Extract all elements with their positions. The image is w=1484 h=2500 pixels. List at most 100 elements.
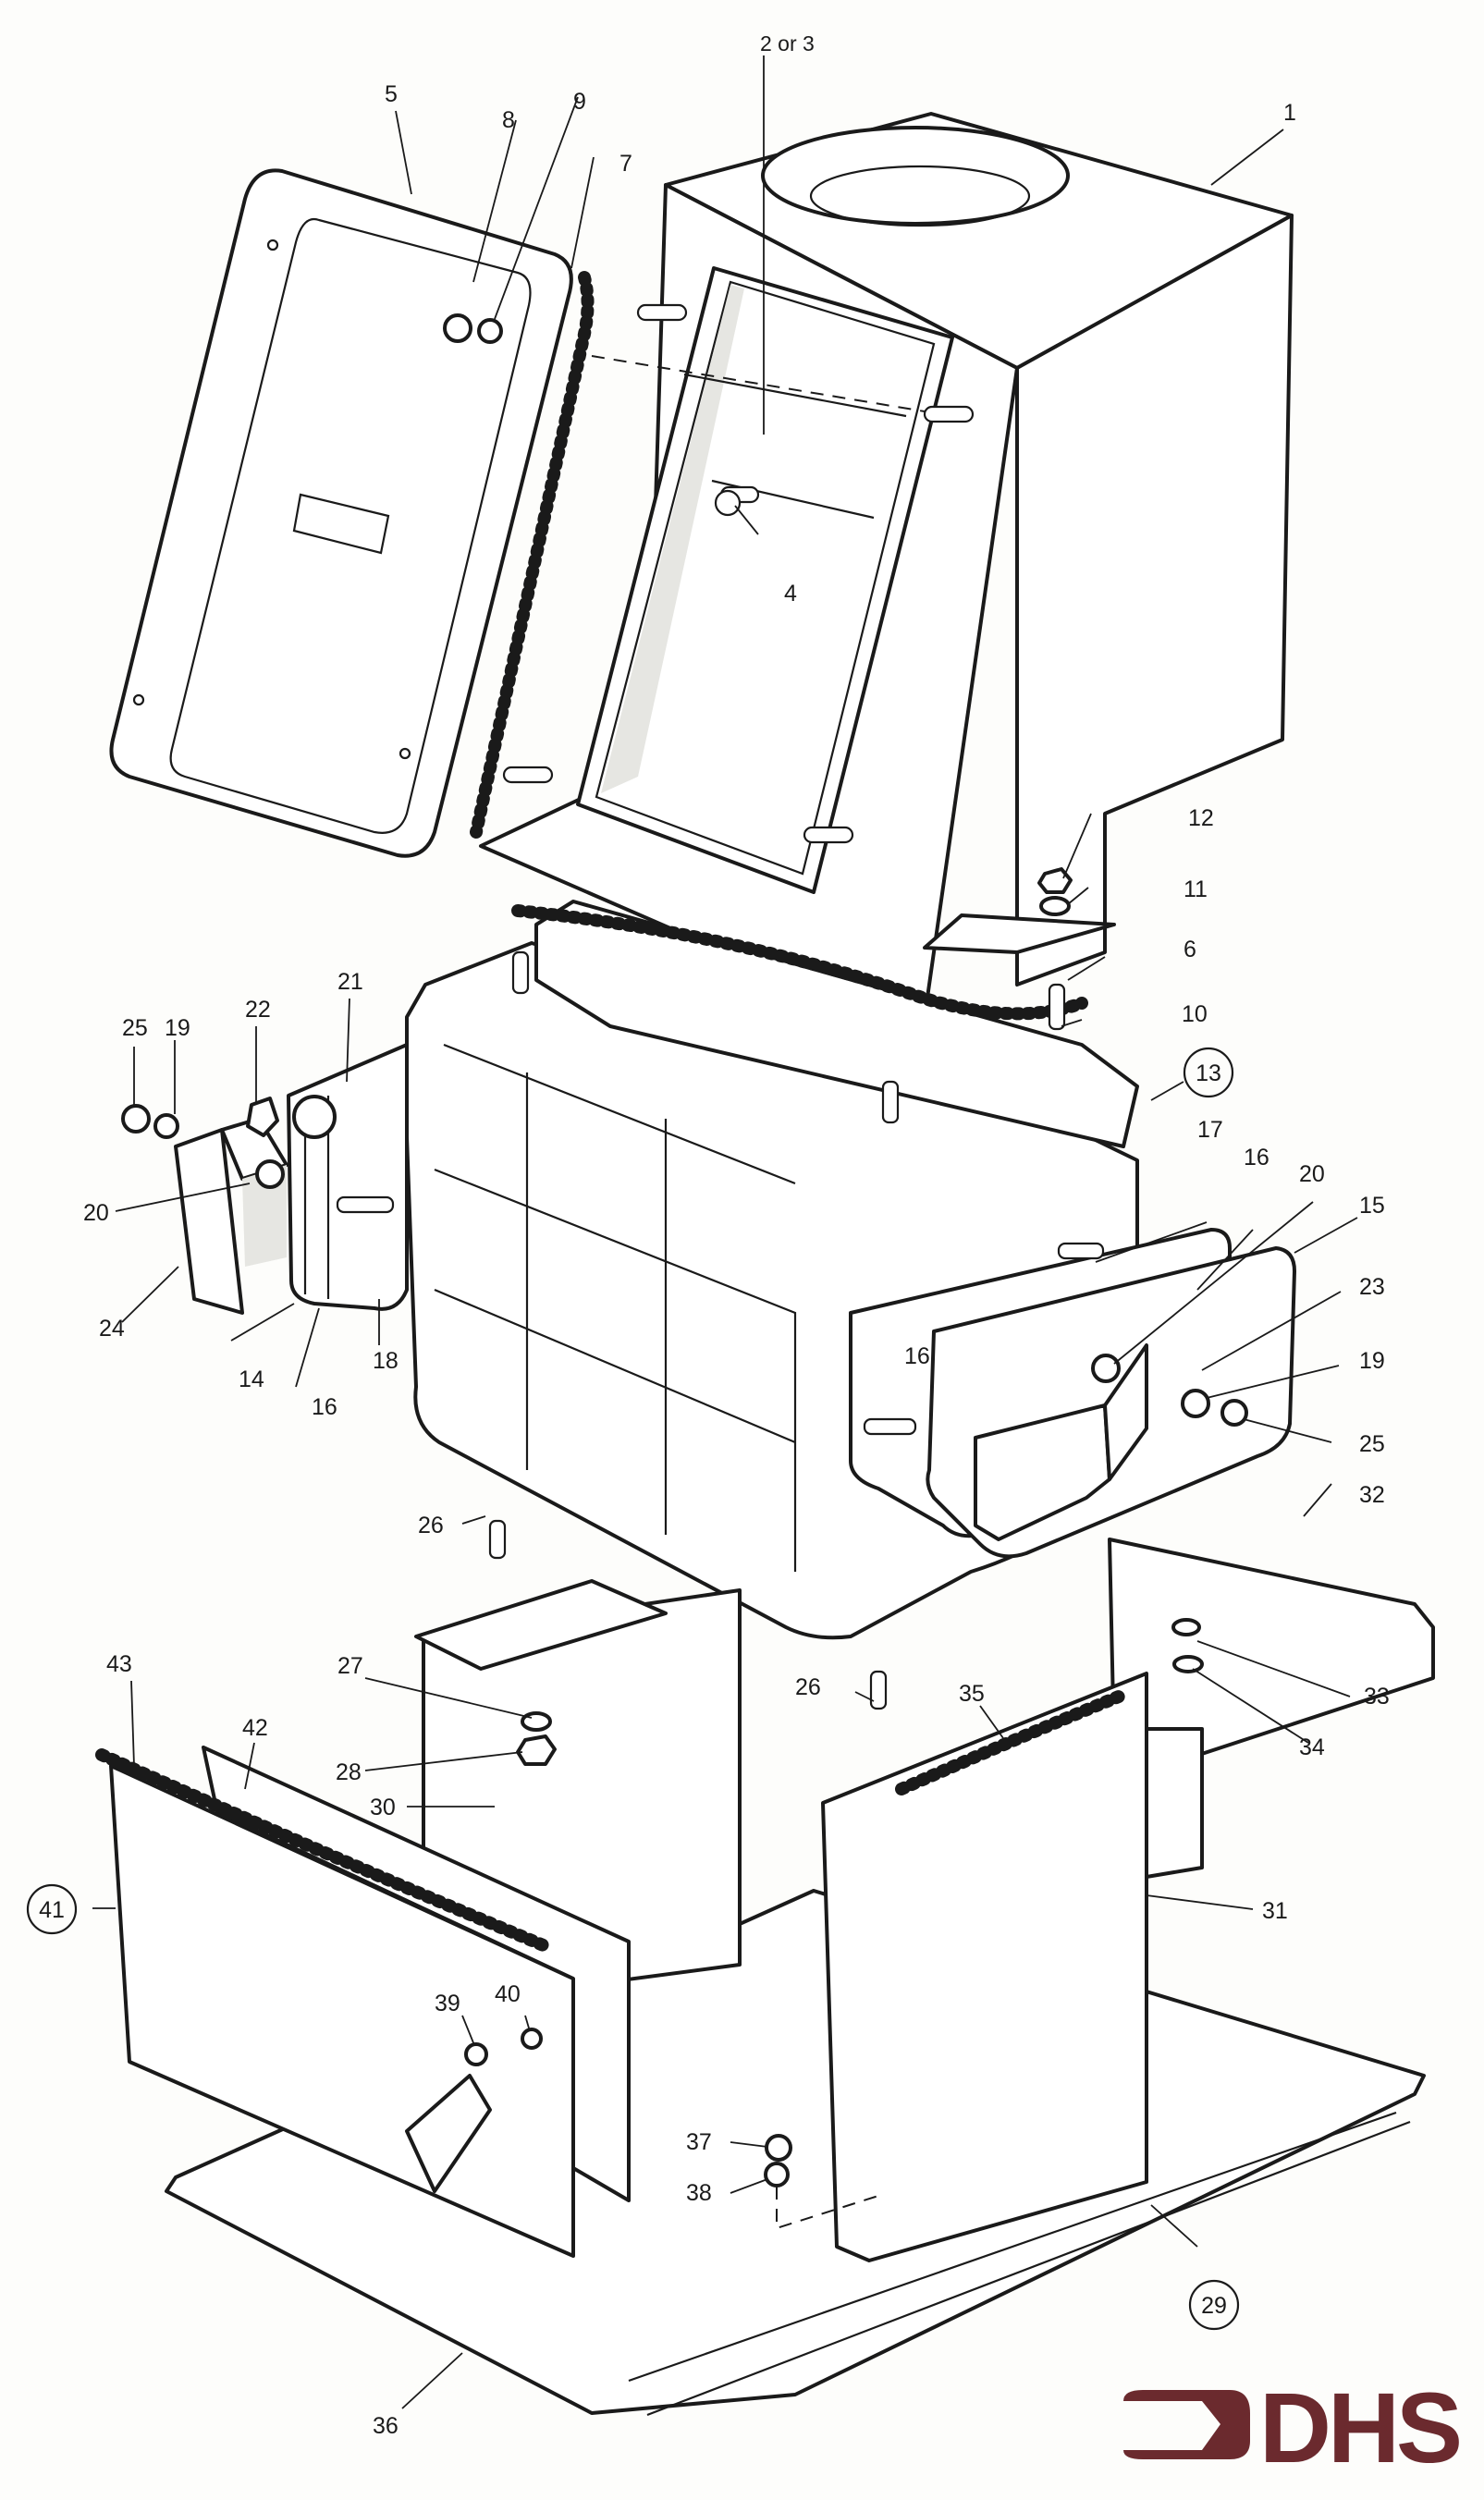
callout-41: 41 xyxy=(39,1897,65,1923)
callout-40: 40 xyxy=(495,1981,521,2007)
nut-20-right xyxy=(1091,1354,1121,1383)
right-baffle-assembly xyxy=(849,1228,1296,1559)
callout-26-lower: 26 xyxy=(795,1674,821,1700)
callout-34: 34 xyxy=(1299,1734,1325,1760)
washer-11 xyxy=(1039,896,1071,916)
part-1-hood xyxy=(479,112,1294,1019)
callout-22: 22 xyxy=(245,997,271,1023)
callout-17: 17 xyxy=(1197,1117,1223,1143)
callout-38: 38 xyxy=(686,2180,712,2206)
callout-28: 28 xyxy=(336,1759,362,1785)
callout-16-left: 16 xyxy=(312,1394,337,1420)
rope-seal-35 xyxy=(895,1690,1125,1795)
stud-18 xyxy=(336,1195,395,1214)
stud-26-upper xyxy=(488,1519,507,1560)
door-handle-slot xyxy=(292,493,390,555)
left-baffle-assembly xyxy=(121,1043,409,1315)
callout-1: 1 xyxy=(1283,100,1296,126)
nut-25-right xyxy=(1220,1399,1248,1427)
callout-24: 24 xyxy=(99,1316,125,1342)
callout-33: 33 xyxy=(1364,1684,1390,1710)
callout-26-upper: 26 xyxy=(418,1513,444,1538)
washer-27 xyxy=(521,1711,552,1732)
callout-20-left: 20 xyxy=(83,1200,109,1226)
stud-26-lower xyxy=(869,1670,888,1710)
callout-27: 27 xyxy=(337,1653,363,1679)
nut-25-left xyxy=(121,1104,151,1134)
stud xyxy=(923,405,975,423)
washer-19-left xyxy=(153,1113,179,1139)
washer-19-right xyxy=(1181,1389,1210,1418)
callout-19-left: 19 xyxy=(165,1015,190,1041)
ashpan-flap xyxy=(405,2074,492,2193)
callout-30: 30 xyxy=(370,1795,396,1820)
callout-16-right: 16 xyxy=(1244,1145,1269,1170)
rod-21-end xyxy=(292,1095,337,1139)
bracket-24 xyxy=(174,1128,244,1315)
nut-28 xyxy=(516,1734,557,1766)
callout-18: 18 xyxy=(373,1348,399,1374)
callout-9: 9 xyxy=(573,89,586,115)
callout-8: 8 xyxy=(502,107,515,133)
washer-40 xyxy=(521,2028,543,2050)
callout-15: 15 xyxy=(1359,1193,1385,1219)
callout-25-left: 25 xyxy=(122,1015,148,1041)
callout-4: 4 xyxy=(784,581,797,607)
door-washer-9 xyxy=(477,318,503,344)
nut-37 xyxy=(765,2134,792,2162)
base-assembly xyxy=(95,1519,1435,2417)
logo-arrow-icon xyxy=(1123,2390,1250,2459)
callout-11: 11 xyxy=(1184,876,1208,902)
stud-17 xyxy=(1057,1242,1105,1260)
callout-29-circle xyxy=(1188,2279,1240,2331)
callout-13-circle xyxy=(1183,1047,1234,1098)
stud-4 xyxy=(714,485,760,517)
part-5-door xyxy=(109,168,595,858)
nut-20-left xyxy=(255,1159,285,1189)
nut-12 xyxy=(1037,867,1073,894)
clip-22 xyxy=(246,1097,279,1137)
callout-41-circle xyxy=(26,1883,78,1935)
firebox-grid xyxy=(434,1168,797,1572)
callout-21: 21 xyxy=(337,969,363,995)
callout-19-right: 19 xyxy=(1359,1348,1385,1374)
callout-35: 35 xyxy=(959,1681,985,1707)
callout-12: 12 xyxy=(1188,805,1214,831)
dhs-logo: DHS xyxy=(1123,2371,1463,2483)
callout-43: 43 xyxy=(106,1651,132,1677)
callout-37: 37 xyxy=(686,2129,712,2155)
logo-text: DHS xyxy=(1259,2371,1459,2483)
callout-31: 31 xyxy=(1262,1898,1288,1924)
callout-20-right: 20 xyxy=(1299,1161,1325,1187)
leader-lines xyxy=(92,55,1358,2409)
callout-2-or-3: 2 or 3 xyxy=(760,31,815,55)
rope-seal-7 xyxy=(470,271,595,839)
stud xyxy=(636,303,688,322)
callout-7: 7 xyxy=(619,151,632,177)
stud xyxy=(502,766,554,784)
callout-23: 23 xyxy=(1359,1274,1385,1300)
callout-labels: 1 2 or 3 4 5 6 7 8 9 10 11 12 13 14 15 1… xyxy=(26,31,1390,2439)
callout-25-right: 25 xyxy=(1359,1431,1385,1457)
strip-42 xyxy=(202,1746,631,2202)
bracket-31 xyxy=(821,1672,1148,2262)
callout-16-body: 16 xyxy=(904,1343,930,1369)
callout-14: 14 xyxy=(239,1366,264,1392)
callout-32: 32 xyxy=(1359,1482,1385,1508)
callout-36: 36 xyxy=(373,2413,399,2439)
callout-42: 42 xyxy=(242,1715,268,1741)
callout-13: 13 xyxy=(1196,1060,1221,1086)
screw-33 xyxy=(1171,1618,1201,1636)
stud-10 xyxy=(511,950,530,995)
callout-39: 39 xyxy=(435,1991,460,2016)
callout-10: 10 xyxy=(1182,1001,1208,1027)
callout-6: 6 xyxy=(1184,937,1196,962)
door-nut-8 xyxy=(443,313,472,343)
callout-29: 29 xyxy=(1201,2293,1227,2319)
rope-seal-6 xyxy=(511,904,1088,1021)
callout-5: 5 xyxy=(385,81,398,107)
stud xyxy=(803,826,854,844)
washer-38 xyxy=(764,2162,790,2188)
screw-39 xyxy=(464,2042,488,2066)
